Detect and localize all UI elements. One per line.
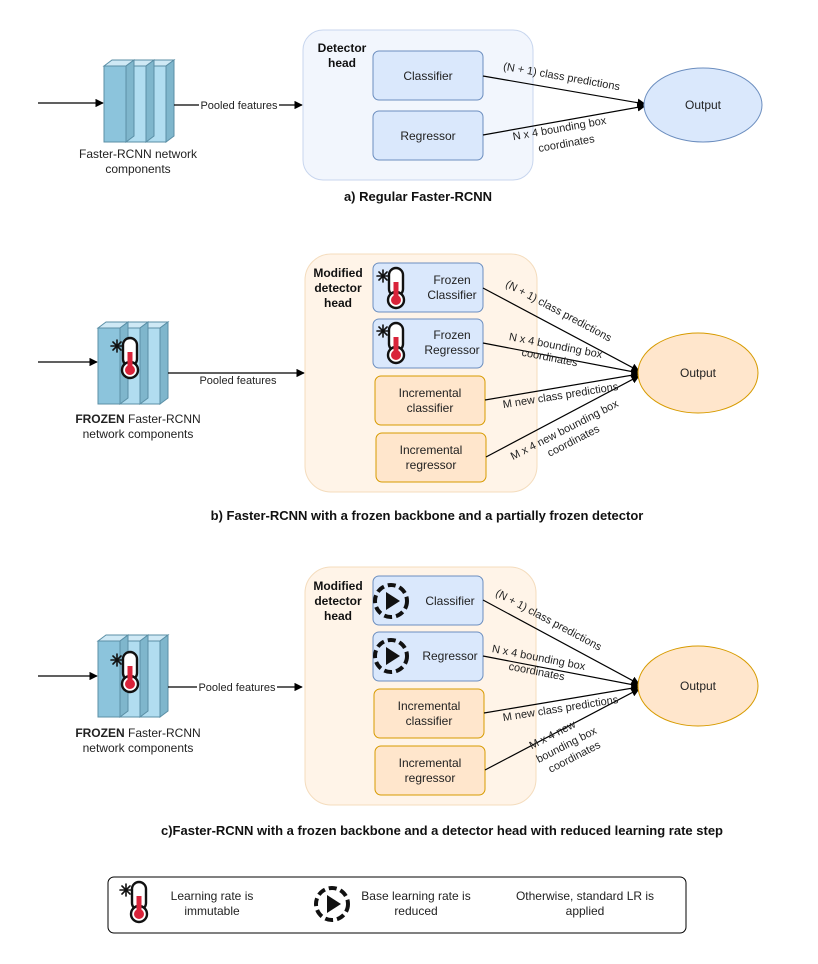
legend-immutable-1: Learning rate is xyxy=(171,889,254,903)
panel-b: FROZEN Faster-RCNN network components Po… xyxy=(38,253,759,523)
legend: Learning rate is immutable Base learning… xyxy=(107,876,687,934)
frozen-classifier-label-2: Classifier xyxy=(427,288,476,302)
output-node-c xyxy=(637,645,759,727)
regressor-box-a xyxy=(372,110,484,161)
cls-edge-b xyxy=(482,287,640,372)
pooled-label-c: Pooled features xyxy=(198,682,276,694)
inc-regressor-label-c-2: regressor xyxy=(405,771,456,785)
reg-edge-a xyxy=(482,103,646,136)
legend-reduced-2: reduced xyxy=(394,904,437,918)
output-node-b xyxy=(637,332,759,414)
frozen-regressor-label-1: Frozen xyxy=(433,328,470,342)
inc-regressor-box-b xyxy=(375,432,487,483)
legend-standard-2: applied xyxy=(566,904,605,918)
pooled-label-a: Pooled features xyxy=(200,100,278,112)
output-label-b: Output xyxy=(680,366,717,380)
inc-classifier-box-c xyxy=(373,688,485,739)
backbone-layers-a xyxy=(103,59,175,143)
classifier-box-a xyxy=(372,50,484,101)
new-cls-edge-b xyxy=(484,371,640,401)
backbone-caption-c-2: network components xyxy=(83,741,194,755)
reg-edge-b xyxy=(482,342,640,376)
inc-classifier-box-b xyxy=(374,375,486,426)
panel-c: FROZEN Faster-RCNN network components Po… xyxy=(38,566,759,838)
backbone-caption-c-1: FROZEN Faster-RCNN xyxy=(75,726,200,740)
inc-classifier-label-b-1: Incremental xyxy=(399,386,462,400)
new-reg-edge-c xyxy=(484,688,640,771)
head-title-a-1: Detector xyxy=(318,41,367,55)
backbone-caption-a-2: components xyxy=(105,162,170,176)
caption-a: a) Regular Faster-RCNN xyxy=(344,189,492,204)
head-title-c-1: Modified xyxy=(313,579,362,593)
head-title-b-2: detector xyxy=(314,281,362,295)
head-title-b-1: Modified xyxy=(313,266,362,280)
output-node-a xyxy=(643,67,763,143)
new-cls-edge-c xyxy=(483,684,640,714)
inc-regressor-label-c-1: Incremental xyxy=(399,756,462,770)
backbone-caption-a-1: Faster-RCNN network xyxy=(79,147,198,161)
caption-c: c)Faster-RCNN with a frozen backbone and… xyxy=(161,823,723,838)
inc-classifier-label-c-2: classifier xyxy=(406,714,453,728)
cls-edge-a xyxy=(482,75,646,107)
output-label-a: Output xyxy=(685,98,722,112)
regressor-label-c: Regressor xyxy=(422,649,477,663)
output-label-c: Output xyxy=(680,679,717,693)
legend-immutable-2: immutable xyxy=(184,904,240,918)
reg-edge-c xyxy=(482,655,640,689)
regressor-label-a: Regressor xyxy=(400,129,455,143)
backbone-caption-b-1: FROZEN Faster-RCNN xyxy=(75,412,200,426)
frozen-regressor-label-2: Regressor xyxy=(424,343,479,357)
head-title-a-2: head xyxy=(328,56,356,70)
frozen-classifier-label-1: Frozen xyxy=(433,273,470,287)
legend-standard-1: Otherwise, standard LR is xyxy=(516,889,654,903)
legend-box xyxy=(107,876,687,934)
inc-regressor-box-c xyxy=(374,745,486,796)
inc-classifier-label-c-1: Incremental xyxy=(398,699,461,713)
classifier-label-a: Classifier xyxy=(403,69,452,83)
head-title-b-3: head xyxy=(324,296,352,310)
caption-b: b) Faster-RCNN with a frozen backbone an… xyxy=(211,508,644,523)
new-reg-edge-b xyxy=(485,375,640,458)
head-title-c-3: head xyxy=(324,609,352,623)
inc-regressor-label-b-2: regressor xyxy=(406,458,457,472)
legend-reduced-1: Base learning rate is xyxy=(361,889,470,903)
head-title-c-2: detector xyxy=(314,594,362,608)
panel-a: Faster-RCNN network components Pooled fe… xyxy=(38,29,763,204)
inc-classifier-label-b-2: classifier xyxy=(407,401,454,415)
classifier-label-c: Classifier xyxy=(425,594,474,608)
cls-edge-c xyxy=(482,599,640,685)
pooled-label-b: Pooled features xyxy=(199,375,277,387)
backbone-caption-b-2: network components xyxy=(83,427,194,441)
inc-regressor-label-b-1: Incremental xyxy=(400,443,463,457)
